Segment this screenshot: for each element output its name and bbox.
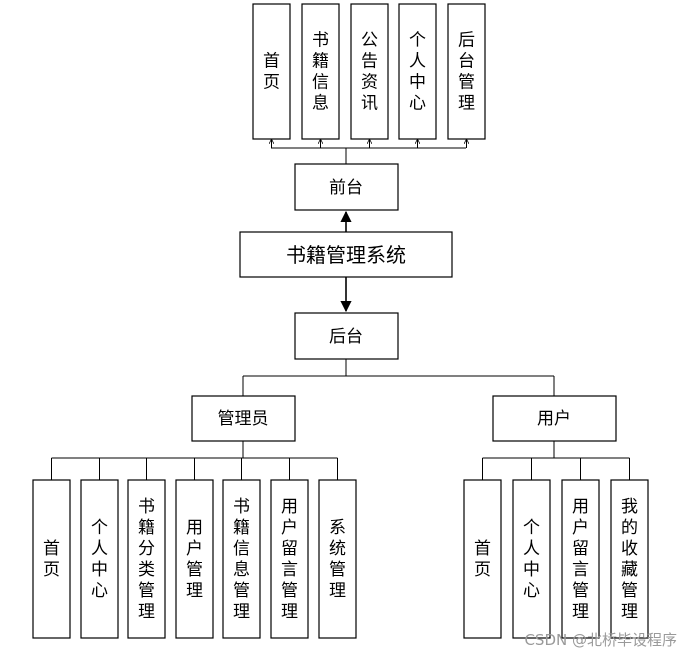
admin-child-5: 用户留言管理: [270, 479, 309, 639]
frontend-child-2-label: 公告资讯: [361, 31, 378, 114]
frontend-child-0-label: 首页: [263, 52, 280, 93]
frontend-child-3-label: 个人中心: [409, 31, 426, 114]
admin-child-2: 书籍分类管理: [127, 479, 166, 639]
user-child-2: 用户留言管理: [561, 479, 600, 639]
user-child-2-label: 用户留言管理: [572, 497, 589, 622]
frontend-child-0: 首页: [252, 3, 291, 140]
frontend-child-1: 书籍信息: [301, 3, 340, 140]
admin-child-4-label: 书籍信息管理: [233, 497, 250, 622]
user-child-3-label: 我的收藏管理: [621, 497, 638, 622]
admin-child-6-label: 系统管理: [329, 518, 346, 601]
role-admin-node: 管理员: [191, 395, 296, 442]
user-child-1: 个人中心: [512, 479, 551, 639]
frontend-child-2: 公告资讯: [350, 3, 389, 140]
backend-label: 后台: [329, 327, 363, 347]
frontend-child-1-label: 书籍信息: [312, 31, 329, 114]
user-child-3: 我的收藏管理: [610, 479, 649, 639]
frontend-children: 首页 书籍信息 公告资讯 个人中心 后台管理: [252, 3, 486, 140]
role-user-node: 用户: [492, 395, 617, 442]
user-child-1-label: 个人中心: [523, 518, 540, 601]
root-node: 书籍管理系统: [239, 231, 453, 278]
admin-child-6: 系统管理: [318, 479, 357, 639]
frontend-label: 前台: [329, 178, 363, 198]
frontend-child-3: 个人中心: [398, 3, 437, 140]
user-children: 首页 个人中心 用户留言管理 我的收藏管理: [463, 479, 649, 639]
admin-child-5-label: 用户留言管理: [281, 497, 298, 622]
user-child-0-label: 首页: [474, 539, 491, 580]
backend-node: 后台: [294, 312, 399, 360]
root-label: 书籍管理系统: [286, 243, 406, 267]
admin-child-1-label: 个人中心: [91, 518, 108, 601]
frontend-node: 前台: [294, 163, 399, 211]
admin-child-4: 书籍信息管理: [222, 479, 261, 639]
frontend-child-4-label: 后台管理: [458, 31, 475, 114]
admin-child-0: 首页: [32, 479, 71, 639]
watermark: CSDN @北桥毕设程序: [524, 631, 677, 649]
role-admin-label: 管理员: [218, 409, 269, 429]
connectors: [51, 140, 630, 480]
frontend-child-4: 后台管理: [447, 3, 486, 140]
admin-child-3-label: 用户管理: [186, 518, 203, 601]
admin-child-3: 用户管理: [175, 479, 214, 639]
admin-child-2-label: 书籍分类管理: [138, 497, 155, 622]
admin-children: 首页 个人中心 书籍分类管理 用户管理 书籍信息管理 用户留言管理 系统管理: [32, 479, 357, 639]
user-child-0: 首页: [463, 479, 502, 639]
admin-child-0-label: 首页: [43, 539, 60, 580]
role-user-label: 用户: [537, 409, 571, 429]
admin-child-1: 个人中心: [80, 479, 119, 639]
